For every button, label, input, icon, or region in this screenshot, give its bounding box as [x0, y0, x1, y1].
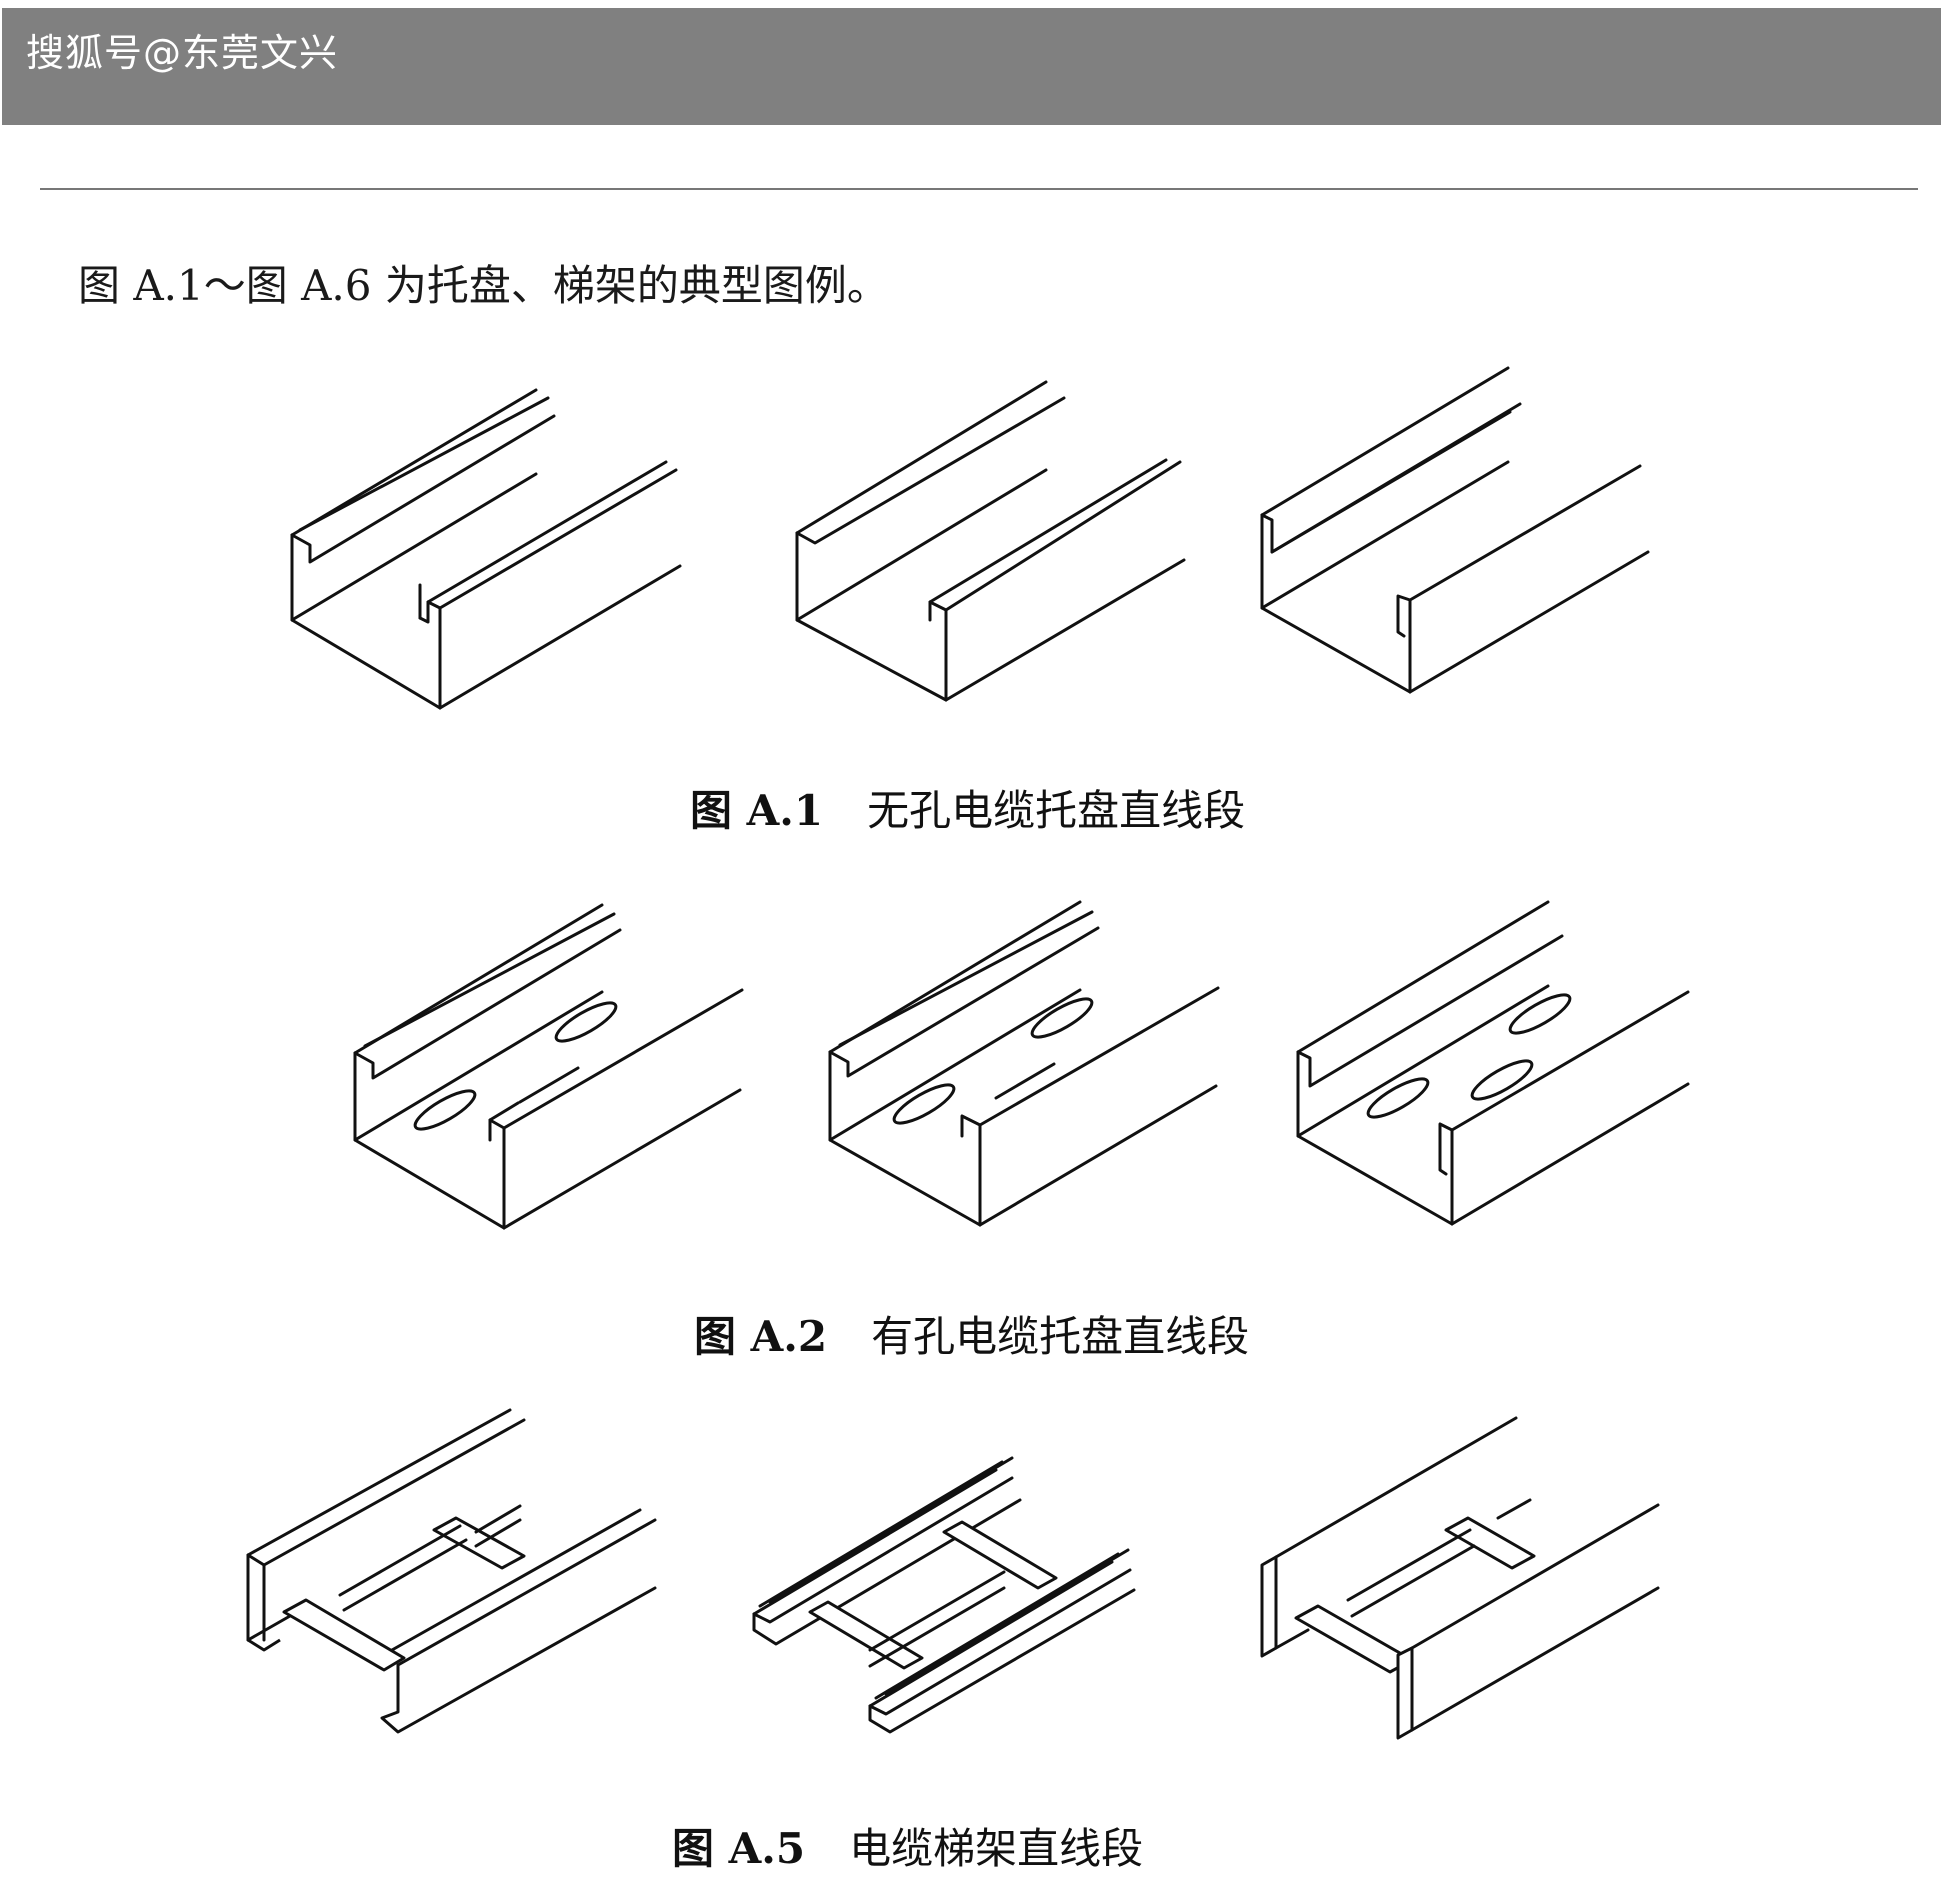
figure-a1-caption: 图 A.1 无孔电缆托盘直线段	[690, 777, 1245, 838]
figure-a5-number: 图 A.5	[672, 1824, 806, 1873]
watermark-text: 搜狐号@东莞文兴	[26, 31, 339, 75]
solid-tray-1	[290, 388, 682, 710]
solid-tray-2	[795, 380, 1186, 702]
figure-a2-caption: 图 A.2 有孔电缆托盘直线段	[694, 1303, 1249, 1364]
perforated-tray-2	[828, 900, 1220, 1227]
watermark-banner: 搜狐号@东莞文兴	[2, 8, 1941, 125]
intro-paragraph: 图 A.1～图 A.6 为托盘、梯架的典型图例。	[78, 261, 889, 310]
perforated-tray-1	[353, 903, 744, 1230]
figure-a2-number: 图 A.2	[694, 1312, 828, 1361]
figure-a2-title: 有孔电缆托盘直线段	[871, 1312, 1250, 1361]
solid-tray-3	[1260, 366, 1650, 694]
perforated-tray-3	[1296, 900, 1690, 1226]
ladder-tray-3	[1260, 1416, 1660, 1740]
header-rule	[40, 188, 1918, 190]
figure-a5-title: 电缆梯架直线段	[849, 1824, 1144, 1873]
ladder-tray-2	[752, 1456, 1136, 1734]
figure-a1-title: 无孔电缆托盘直线段	[867, 786, 1246, 835]
figure-a1-number: 图 A.1	[690, 786, 824, 835]
ladder-tray-1	[246, 1408, 657, 1734]
figure-a5-caption: 图 A.5 电缆梯架直线段	[672, 1815, 1143, 1876]
